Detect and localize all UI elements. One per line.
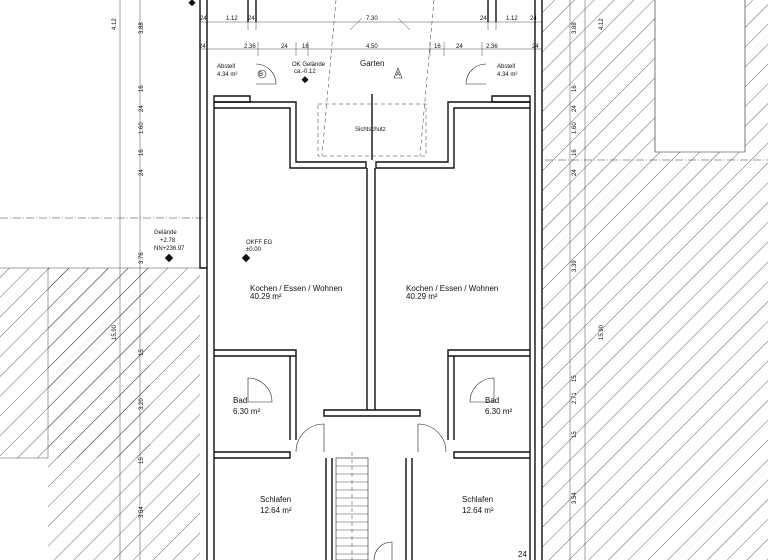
dim-right-1: 3.88 (572, 22, 578, 34)
kochen-right-area: 40.29 m² (406, 292, 438, 301)
bad-right-name: Bad (485, 396, 499, 405)
dim-left-0: 4.12 (112, 18, 118, 30)
bad-right-area: 6.30 m² (485, 407, 512, 416)
level-symbol-gelaende (164, 253, 174, 263)
garden-elements (317, 0, 435, 160)
gelaende-line2: +2.78 (160, 238, 176, 244)
abstell-left-area: 4.34 m² (217, 72, 237, 78)
dim-left-2: 16 (139, 85, 145, 92)
abstell-left-name: Abstell (217, 64, 235, 70)
dim-left-12: 3.54 (139, 506, 145, 518)
dim-left-7: 3.76 (139, 252, 145, 264)
dim-top2-1: 2.36 (244, 44, 256, 50)
bad-left-name: Bad (233, 396, 247, 405)
schlafen-left-name: Schlafen (260, 495, 291, 504)
dim-left-10: 3.20 (139, 398, 145, 410)
dim-right-7: 3.39 (572, 260, 578, 272)
dim-top1-6: 24 (530, 16, 537, 22)
dim-right-0: 4.12 (599, 18, 605, 30)
dim-right-8: 15.90 (599, 324, 605, 340)
dim-right-5: 16 (572, 149, 578, 156)
kochen-left-name: Kochen / Essen / Wohnen (250, 284, 342, 293)
dim-top1-0: 24 (200, 16, 207, 22)
schlafen-right-name: Schlafen (462, 495, 493, 504)
dim-top1-2: 24 (248, 16, 255, 22)
dim-top2-3: 16 (302, 44, 309, 50)
okff-line1: OKFF EG (246, 240, 273, 246)
dim-top2-4: 4.50 (366, 44, 378, 50)
room-labels: Abstell 4.34 m² Abstell 4.34 m² OK Gelän… (154, 59, 527, 559)
dim-top2-6: 24 (456, 44, 463, 50)
ok-gelaende-line2: ca.-0.12 (294, 69, 316, 75)
dim-top1-5: 1.12 (506, 16, 518, 22)
dim-right-9: 15 (572, 375, 578, 382)
abstell-right-name: Abstell (497, 64, 515, 70)
dim-left-9: 15 (139, 349, 145, 356)
level-symbol-ok-gelaende (301, 76, 309, 84)
dim-top2-7: 2.36 (486, 44, 498, 50)
gelaende-line1: Gelände (154, 230, 177, 236)
dim-top1-1: 1.12 (226, 16, 238, 22)
dim-left-4: 1.60 (139, 122, 145, 134)
dim-bottom-label: 24 (518, 550, 527, 559)
dim-right-6: 24 (572, 169, 578, 176)
sichtschutz-label: Sichtschutz (355, 127, 386, 133)
section-marker-b: B (259, 72, 263, 78)
level-symbol-top (188, 0, 196, 7)
schlafen-left-area: 12.64 m² (260, 506, 292, 515)
dim-left-3: 24 (139, 105, 145, 112)
kochen-left-area: 40.29 m² (250, 292, 282, 301)
level-symbols (164, 0, 309, 263)
dim-top1-4: 24 (480, 16, 487, 22)
dim-left-11: 15 (139, 457, 145, 464)
dim-top2-0: 24 (199, 44, 206, 50)
level-symbol-okff (241, 253, 251, 263)
section-markers: B A (257, 67, 403, 79)
dim-left-5: 16 (139, 149, 145, 156)
dim-right-12: 3.54 (572, 492, 578, 504)
ok-gelaende-line1: OK Gelände (292, 62, 326, 68)
bad-left-area: 6.30 m² (233, 407, 260, 416)
dim-right-4: 1.60 (572, 122, 578, 134)
okff-line2: ±0.00 (246, 247, 262, 253)
kochen-right-name: Kochen / Essen / Wohnen (406, 284, 498, 293)
stair (335, 452, 369, 560)
building-walls (199, 0, 543, 560)
hatch-right-cutout (655, 0, 745, 152)
dim-left-1: 3.88 (139, 22, 145, 34)
dim-left-6: 24 (139, 169, 145, 176)
dim-left-8: 15.90 (112, 324, 118, 340)
top-dimension-lines: 24 1.12 24 7.30 24 1.12 24 24 2.36 24 16… (199, 14, 542, 56)
dim-right-10: 2.71 (572, 392, 578, 404)
dim-top2-2: 24 (281, 44, 288, 50)
dim-top1-3: 7.30 (366, 16, 378, 22)
dim-right-11: 15 (572, 431, 578, 438)
dim-top2-5: 16 (434, 44, 441, 50)
garten-name: Garten (360, 59, 384, 68)
dim-right-3: 24 (572, 105, 578, 112)
abstell-right-area: 4.34 m² (497, 72, 517, 78)
schlafen-right-area: 12.64 m² (462, 506, 494, 515)
right-dimension-labels: 4.12 3.88 16 24 1.60 16 24 3.39 15.90 15… (572, 18, 605, 504)
doors (247, 63, 495, 560)
gelaende-line3: NN+236.97 (154, 246, 185, 252)
dim-right-2: 16 (572, 85, 578, 92)
section-marker-a: A (396, 72, 400, 78)
hatch-left-lower (48, 268, 200, 560)
left-dimension-labels: 4.12 3.88 16 24 1.60 16 24 3.76 15.90 15… (112, 18, 145, 518)
